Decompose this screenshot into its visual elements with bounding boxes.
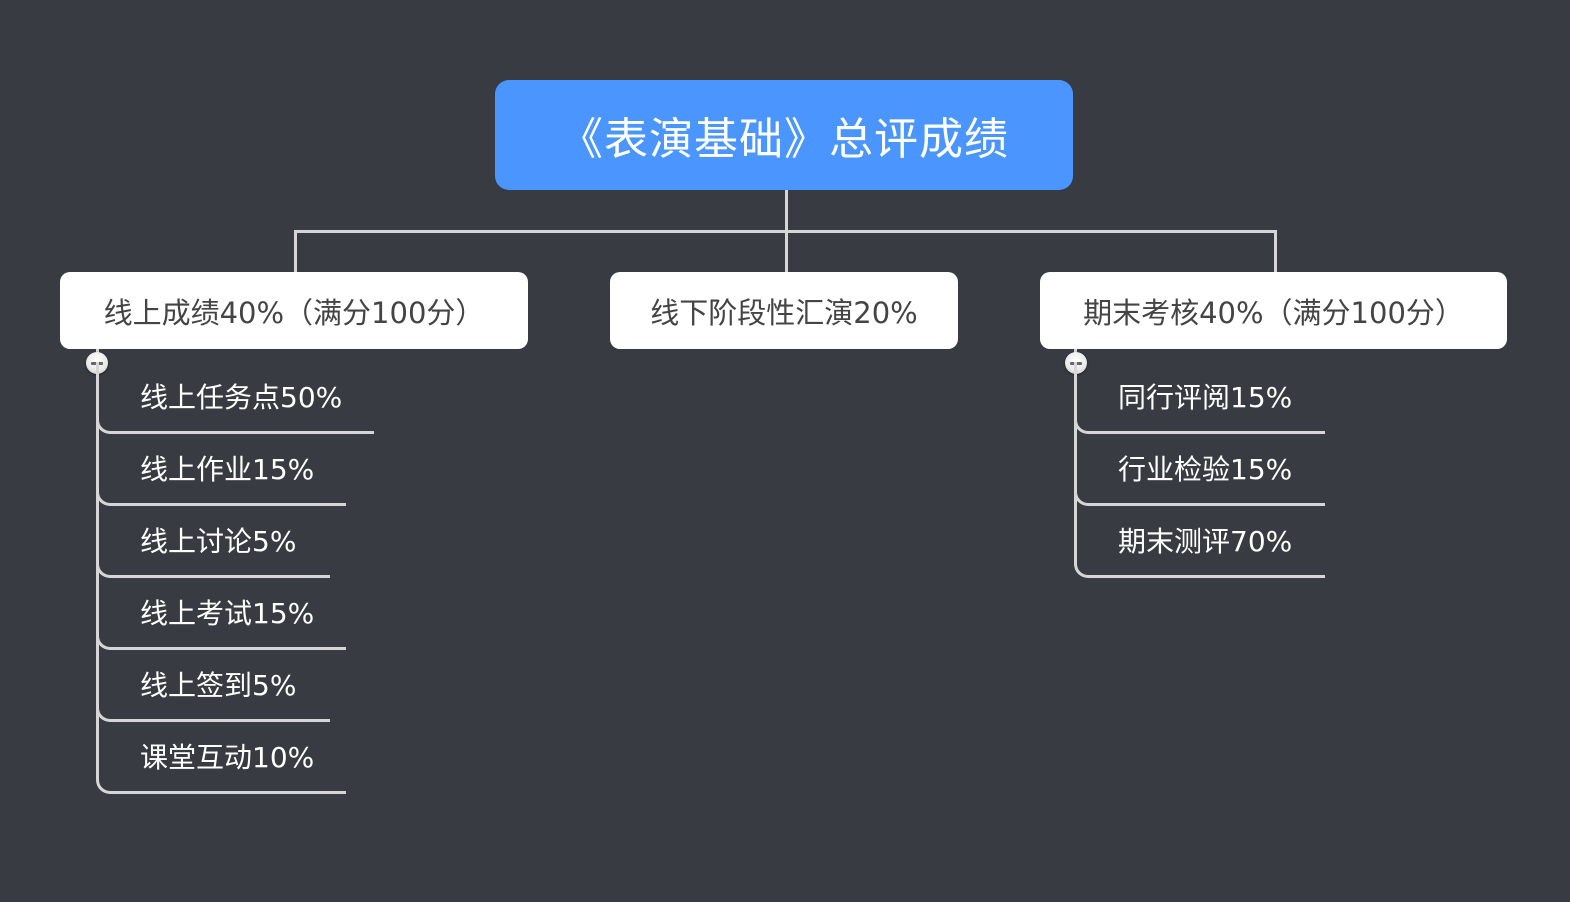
branch-node-online-score[interactable]: 线上成绩40%（满分100分） (60, 272, 528, 349)
branch-label: 线下阶段性汇演20% (650, 295, 918, 330)
connector-elbow (96, 578, 118, 650)
list-item: 线上讨论5% (96, 506, 330, 578)
leaf-label-final-test[interactable]: 期末测评70% (1118, 525, 1293, 558)
item-underline (117, 719, 330, 722)
branch-label: 期末考核40%（满分100分） (1083, 295, 1464, 330)
list-item: 线上作业15% (96, 434, 346, 506)
item-underline (1095, 575, 1325, 578)
item-underline (117, 575, 330, 578)
connector-elbow (96, 506, 118, 578)
leaf-label-online-discussion[interactable]: 线上讨论5% (140, 525, 297, 558)
item-underline (1095, 503, 1325, 506)
item-underline (1095, 431, 1325, 434)
list-item: 期末测评70% (1074, 506, 1325, 578)
leaf-label-online-checkin[interactable]: 线上签到5% (140, 669, 297, 702)
item-underline (117, 791, 346, 794)
leaf-label-online-homework[interactable]: 线上作业15% (140, 453, 315, 486)
branch-connector-horizontal (294, 230, 1277, 233)
connector-elbow (96, 362, 118, 434)
list-item: 线上签到5% (96, 650, 330, 722)
branch-node-final-assessment[interactable]: 期末考核40%（满分100分） (1040, 272, 1507, 349)
connector-elbow (96, 650, 118, 722)
branch-connector-right (1274, 230, 1277, 272)
branch-connector-left (294, 230, 297, 272)
connector-elbow (96, 434, 118, 506)
root-node[interactable]: 《表演基础》总评成绩 (495, 80, 1073, 190)
branch-node-offline-performance[interactable]: 线下阶段性汇演20% (610, 272, 958, 349)
list-item: 课堂互动10% (96, 722, 346, 794)
leaf-label-online-exam[interactable]: 线上考试15% (140, 597, 315, 630)
connector-elbow (1074, 434, 1096, 506)
root-node-label: 《表演基础》总评成绩 (559, 114, 1009, 165)
leaf-label-online-tasks[interactable]: 线上任务点50% (140, 381, 343, 414)
list-item: 同行评阅15% (1074, 362, 1325, 434)
connector-elbow (1074, 506, 1096, 578)
list-item: 线上考试15% (96, 578, 346, 650)
leaf-label-industry-check[interactable]: 行业检验15% (1118, 453, 1293, 486)
item-underline (117, 647, 346, 650)
leaf-label-peer-review[interactable]: 同行评阅15% (1118, 381, 1293, 414)
connector-elbow (1074, 362, 1096, 434)
branch-label: 线上成绩40%（满分100分） (103, 295, 485, 330)
leaf-label-class-interaction[interactable]: 课堂互动10% (140, 741, 315, 774)
list-item: 行业检验15% (1074, 434, 1325, 506)
list-item: 线上任务点50% (96, 362, 374, 434)
connector-elbow (96, 722, 118, 794)
item-underline (117, 503, 346, 506)
item-underline (117, 431, 374, 434)
